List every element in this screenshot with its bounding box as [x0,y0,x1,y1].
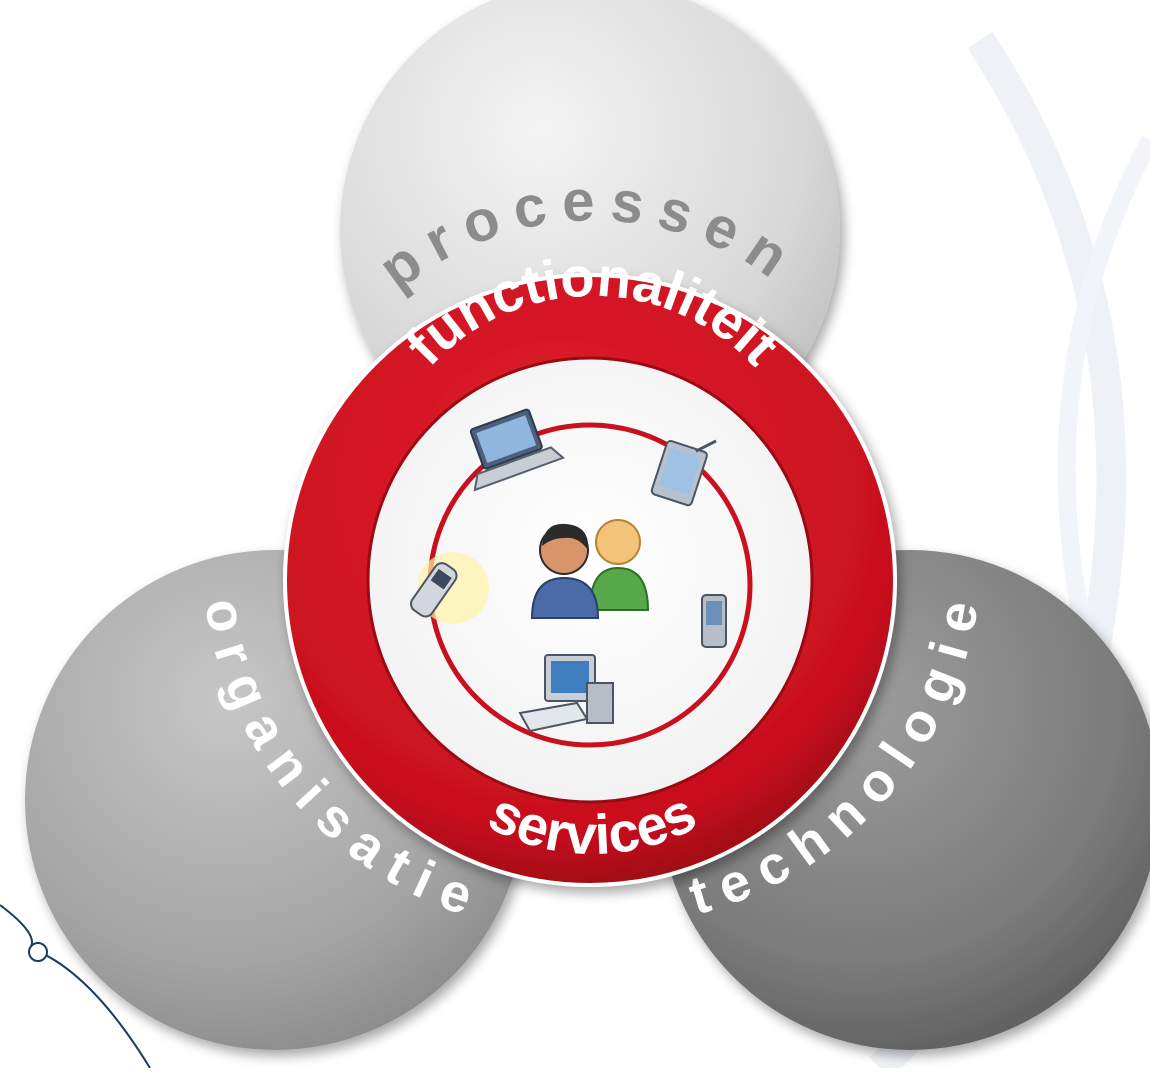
corner-node [28,942,48,962]
mobile-phone-icon [410,562,458,618]
desktop-computer-icon [518,654,614,733]
users-icon [530,519,650,619]
pda-icon [701,594,727,648]
tablet-icon [650,439,717,507]
laptop-icon [469,408,566,492]
